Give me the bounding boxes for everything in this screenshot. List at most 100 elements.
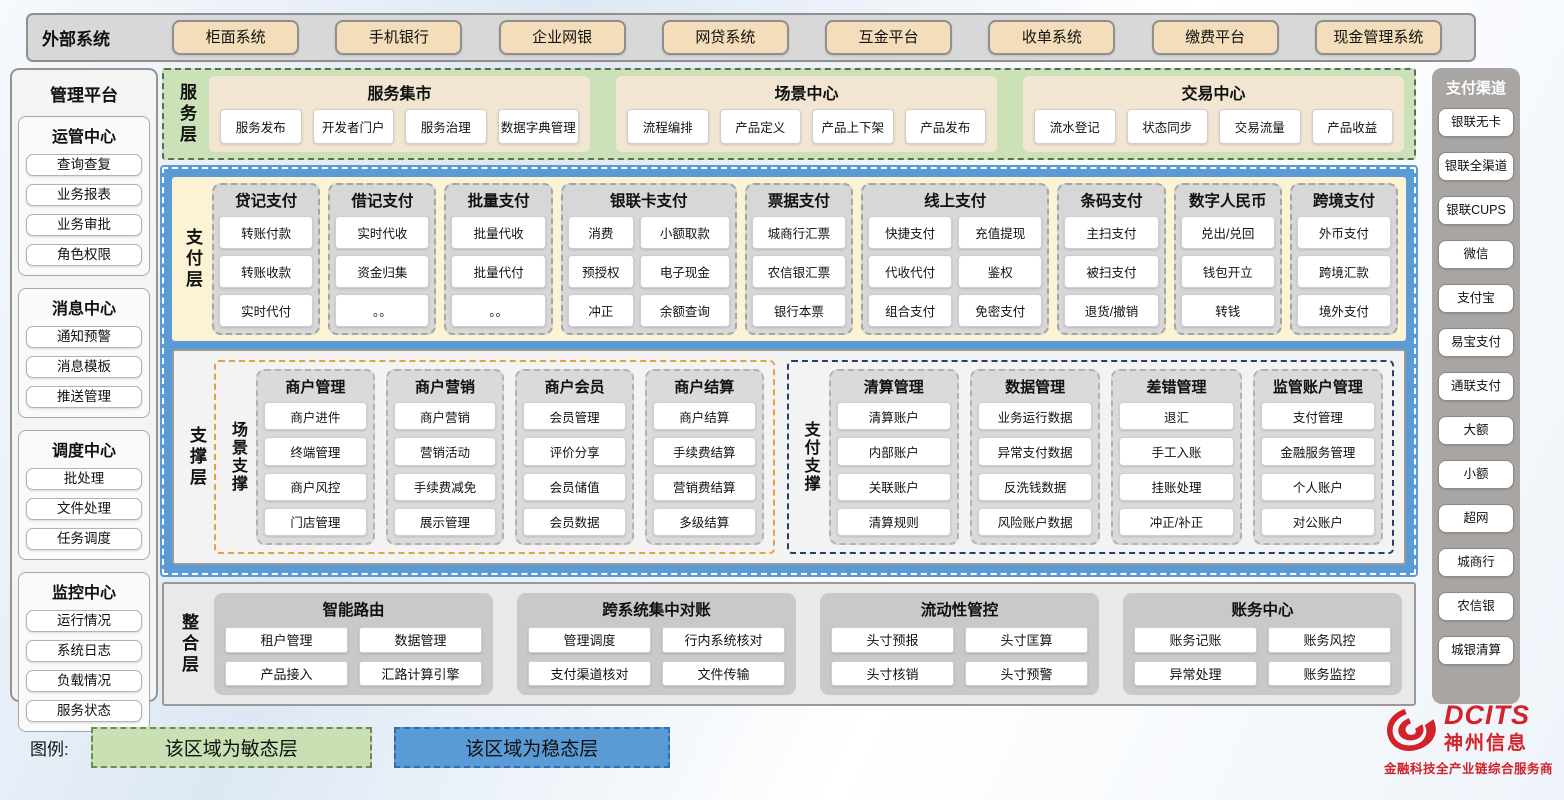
- payment-category-items: 消费小额取款预授权电子现金冲正余额查询: [567, 216, 730, 327]
- management-item-box: 文件处理: [26, 498, 142, 520]
- payment-item-box: 组合支付: [868, 294, 953, 327]
- integration-item-box: 账务监控: [1268, 660, 1391, 686]
- service-group-items: 服务发布开发者门户服务治理数据字典管理: [220, 109, 579, 144]
- integration-item-box: 账务风控: [1268, 627, 1391, 653]
- service-layer-label: 服务层: [177, 82, 196, 146]
- payment-category-items: 城商行汇票农信银汇票银行本票: [751, 216, 847, 327]
- management-item-box: 业务报表: [26, 184, 142, 206]
- support-layer: 支撑层 场景支撑 商户管理 商户进件终端: [172, 349, 1406, 565]
- management-section-title: 运管中心: [51, 129, 116, 146]
- payment-item-box: 外币支付: [1296, 216, 1392, 249]
- integration-group-items: 租户管理数据管理产品接入汇路计算引擎: [225, 627, 482, 686]
- external-system-box: 收单系统: [988, 20, 1116, 55]
- service-layer-groups: 服务集市 服务发布开发者门户服务治理数据字典管理 场景中心 流程编排产品定义产品…: [209, 76, 1404, 152]
- support-group-label: 场景支撑: [229, 421, 246, 493]
- support-item-box: 手工入账: [1119, 437, 1234, 466]
- payment-item-box: 免密支付: [958, 294, 1043, 327]
- payment-item-box: 冲正: [567, 294, 635, 327]
- integration-item-box: 管理调度: [528, 627, 651, 653]
- management-item-box: 角色权限: [26, 244, 142, 266]
- payment-channel-box: 城银清算: [1438, 636, 1514, 665]
- payment-category-items: 转账付款转账收款实时代付: [219, 216, 314, 327]
- management-item-box: 批处理: [26, 468, 142, 490]
- payment-item-box: 充值提现: [958, 216, 1043, 249]
- management-item-box: 查询查复: [26, 154, 142, 176]
- support-layer-label: 支撑层: [187, 425, 206, 489]
- payment-category-items: 主扫支付被扫支付退货/撤销: [1064, 216, 1159, 327]
- support-item-box: 手续费减免: [393, 472, 497, 501]
- management-section-title: 监控中心: [51, 585, 116, 602]
- service-item-box: 数据字典管理: [497, 109, 579, 144]
- support-category-title: 监管账户管理: [1272, 379, 1363, 396]
- integration-group-title: 智能路由: [322, 602, 385, 619]
- support-category: 数据管理 业务运行数据异常支付数据反洗钱数据风险账户数据: [969, 369, 1101, 545]
- support-item-box: 清算规则: [836, 507, 951, 536]
- integration-item-box: 数据管理: [359, 627, 482, 653]
- integration-group: 智能路由 租户管理数据管理产品接入汇路计算引擎: [214, 593, 493, 695]
- payment-channel-box: 通联支付: [1438, 372, 1514, 401]
- support-item-box: 退汇: [1119, 402, 1234, 431]
- support-category: 商户结算 商户结算手续费结算营销费结算多级结算: [644, 369, 764, 545]
- external-system-box: 缴费平台: [1151, 20, 1279, 55]
- payment-item-box: 转账付款: [219, 216, 314, 249]
- payment-category-title: 条码支付: [1080, 193, 1143, 210]
- support-category: 监管账户管理 支付管理金融服务管理个人账户对公账户: [1252, 369, 1384, 545]
- payment-channel-box: 微信: [1438, 240, 1514, 269]
- support-item-box: 营销费结算: [652, 472, 756, 501]
- support-category-title: 商户会员: [544, 379, 605, 396]
- support-item-box: 挂账处理: [1119, 472, 1234, 501]
- payment-item-box: 兑出/兑回: [1180, 216, 1275, 249]
- payment-channel-box: 大额: [1438, 416, 1514, 445]
- payment-category: 票据支付 城商行汇票农信银汇票银行本票: [744, 183, 854, 335]
- integration-item-box: 租户管理: [225, 627, 348, 653]
- service-layer: 服务层 服务集市 服务发布开发者门户服务治理数据字典管理 场景中心 流程编排产品…: [162, 68, 1416, 160]
- support-item-box: 展示管理: [393, 507, 497, 536]
- support-item-box: 评价分享: [523, 437, 626, 466]
- payment-category-items: 实时代收资金归集。。: [335, 216, 430, 327]
- support-category-items: 退汇手工入账挂账处理冲正/补正: [1119, 402, 1234, 536]
- integration-group-items: 头寸预报头寸匡算头寸核销头寸预警: [831, 627, 1088, 686]
- support-category-items: 会员管理评价分享会员储值会员数据: [523, 402, 626, 536]
- payment-channel-box: 超网: [1438, 504, 1514, 533]
- service-group-title: 交易中心: [1181, 86, 1246, 103]
- management-section: 消息中心 通知预警消息模板推送管理: [18, 288, 150, 418]
- support-layer-groups: 场景支撑 商户管理 商户进件终端管理商户风控门店管理: [214, 360, 1394, 554]
- management-item-box: 系统日志: [26, 640, 142, 662]
- support-item-box: 异常支付数据: [977, 437, 1093, 466]
- support-item-box: 冲正/补正: [1119, 507, 1234, 536]
- service-item-box: 产品上下架: [812, 109, 894, 144]
- external-system-box: 互金平台: [825, 20, 953, 55]
- support-item-box: 金融服务管理: [1260, 437, 1376, 466]
- payment-category: 贷记支付 转账付款转账收款实时代付: [212, 183, 321, 335]
- management-item-box: 运行情况: [26, 610, 142, 632]
- external-system-box: 网贷系统: [661, 20, 789, 55]
- payment-item-box: 被扫支付: [1064, 255, 1159, 288]
- service-item-box: 服务发布: [220, 109, 302, 144]
- payment-item-box: 代收代付: [868, 255, 953, 288]
- payment-category: 数字人民币 兑出/兑回钱包开立转钱: [1173, 183, 1282, 335]
- support-item-box: 商户进件: [264, 402, 367, 431]
- support-item-box: 风险账户数据: [977, 507, 1093, 536]
- payment-item-box: 退货/撤销: [1064, 294, 1159, 327]
- payment-item-box: 批量代付: [451, 255, 546, 288]
- support-category-title: 商户结算: [674, 379, 735, 396]
- management-section-items: 查询查复业务报表业务审批角色权限: [24, 154, 144, 266]
- logo-company: 神州信息: [1444, 733, 1529, 754]
- external-system-box: 企业网银: [498, 20, 626, 55]
- payment-category: 借记支付 实时代收资金归集。。: [328, 183, 437, 335]
- payment-category-title: 借记支付: [351, 193, 414, 210]
- support-item-box: 反洗钱数据: [977, 472, 1093, 501]
- support-category: 商户管理 商户进件终端管理商户风控门店管理: [256, 369, 375, 545]
- integration-group-items: 管理调度行内系统核对支付渠道核对文件传输: [528, 627, 785, 686]
- support-item-box: 会员管理: [523, 402, 626, 431]
- payment-item-box: 主扫支付: [1064, 216, 1159, 249]
- payment-layer: 支付层 贷记支付 转账付款转账收款实时代付 借记支付 实时代收: [172, 177, 1406, 341]
- support-group: 场景支撑 商户管理 商户进件终端管理商户风控门店管理: [214, 360, 775, 554]
- payment-item-box: 资金归集: [335, 255, 430, 288]
- management-section-items: 运行情况系统日志负载情况服务状态: [24, 610, 144, 722]
- payment-item-box: 境外支付: [1296, 294, 1392, 327]
- service-item-box: 开发者门户: [312, 109, 394, 144]
- service-item-box: 交易流量: [1219, 109, 1301, 144]
